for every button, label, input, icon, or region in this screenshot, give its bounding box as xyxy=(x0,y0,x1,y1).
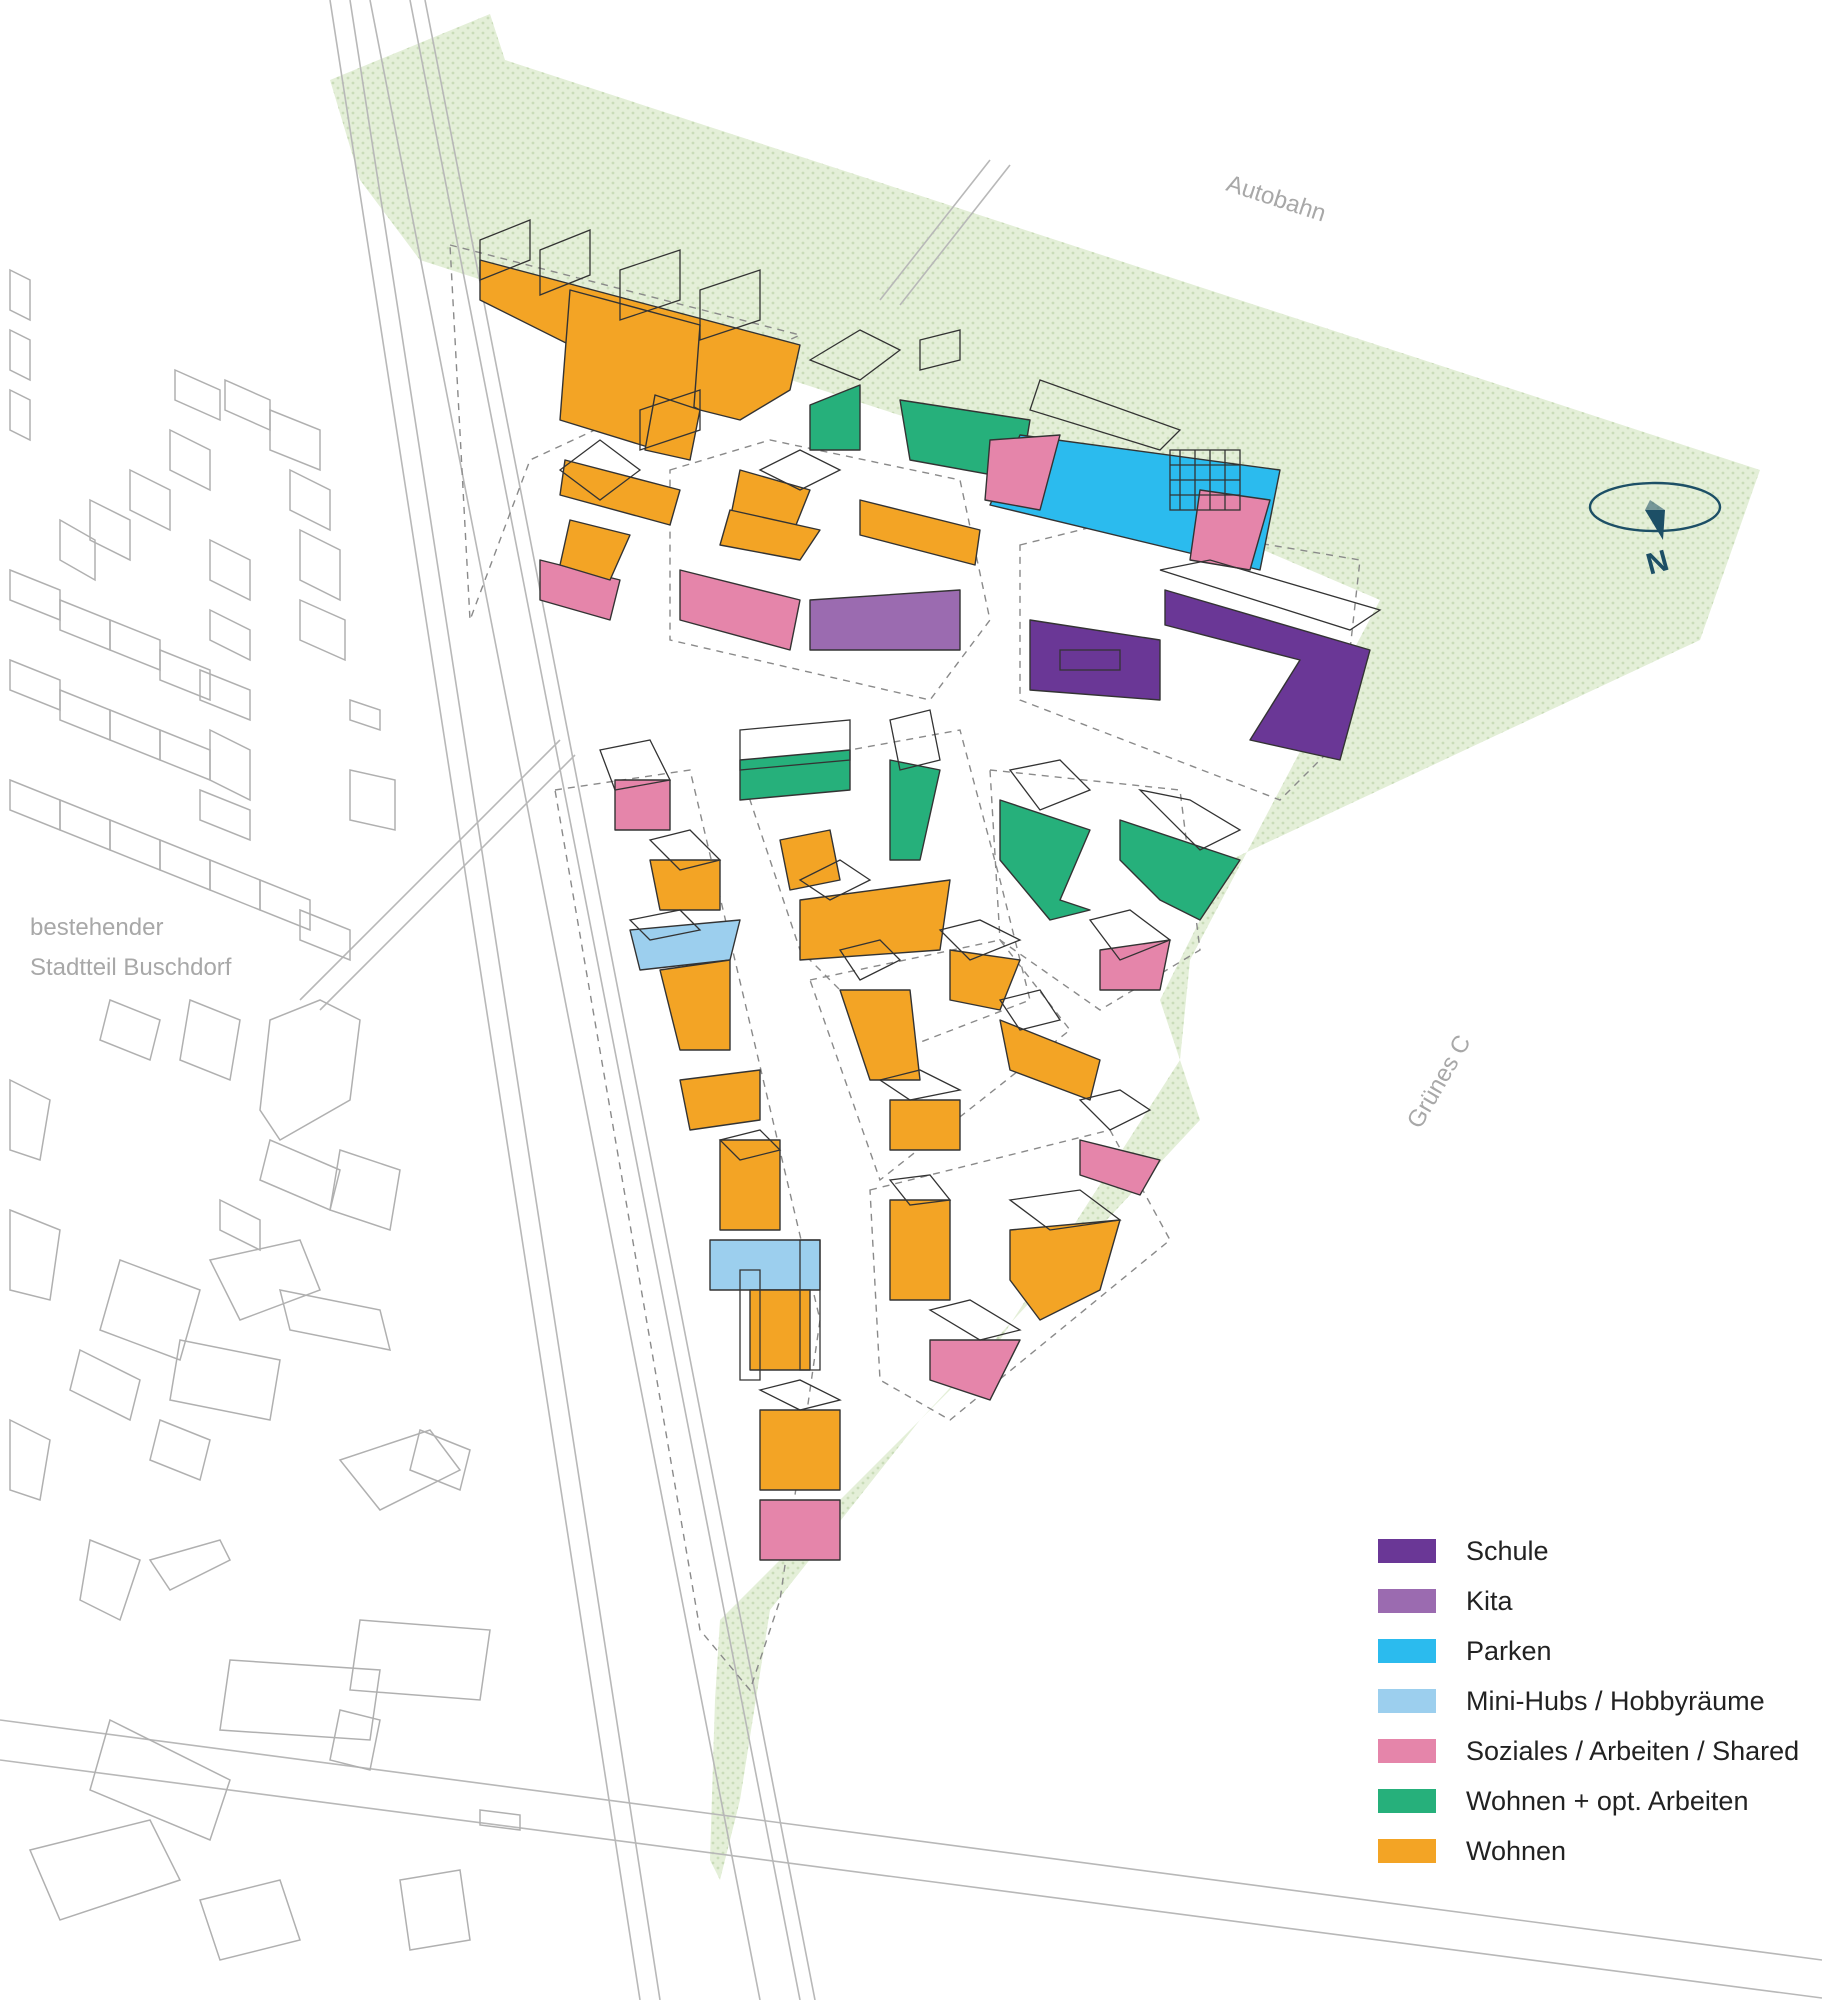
legend-label: Soziales / Arbeiten / Shared xyxy=(1466,1735,1800,1766)
legend-item-schule: Schule xyxy=(1378,1526,1818,1576)
green-belt xyxy=(330,14,1760,1880)
legend-label: Schule xyxy=(1466,1535,1549,1566)
legend-item-wohnen: Wohnen xyxy=(1378,1826,1818,1876)
district-label-line2: Stadtteil Buschdorf xyxy=(30,954,232,981)
green-belt-label: Grünes C xyxy=(1402,1031,1477,1133)
legend-item-mini-hubs: Mini-Hubs / Hobbyräume xyxy=(1378,1676,1818,1726)
legend-swatch xyxy=(1378,1639,1436,1663)
existing-buildings xyxy=(9,268,521,1961)
district-label-line1: bestehender xyxy=(30,914,163,941)
legend-item-parken: Parken xyxy=(1378,1626,1818,1676)
legend-swatch xyxy=(1378,1789,1436,1813)
block-outlines xyxy=(449,244,1361,1692)
autobahn-label: Autobahn xyxy=(1223,170,1329,227)
legend-item-wohnen-arbeiten: Wohnen + opt. Arbeiten xyxy=(1378,1776,1818,1826)
legend-item-soziales: Soziales / Arbeiten / Shared xyxy=(1378,1726,1818,1776)
legend-swatch xyxy=(1378,1739,1436,1763)
legend-item-kita: Kita xyxy=(1378,1576,1818,1626)
legend-label: Kita xyxy=(1466,1585,1513,1616)
building-wireframes xyxy=(479,219,1382,1411)
legend-swatch xyxy=(1378,1839,1436,1863)
legend-swatch xyxy=(1378,1589,1436,1613)
legend-label: Parken xyxy=(1466,1635,1552,1666)
new-buildings-colored xyxy=(479,259,1371,1561)
legend-label: Wohnen + opt. Arbeiten xyxy=(1466,1785,1749,1816)
legend-swatch xyxy=(1378,1689,1436,1713)
legend-label: Mini-Hubs / Hobbyräume xyxy=(1466,1685,1765,1716)
legend: Schule Kita Parken Mini-Hubs / Hobbyräum… xyxy=(1378,1526,1818,1876)
legend-label: Wohnen xyxy=(1466,1835,1567,1866)
legend-swatch xyxy=(1378,1539,1436,1563)
